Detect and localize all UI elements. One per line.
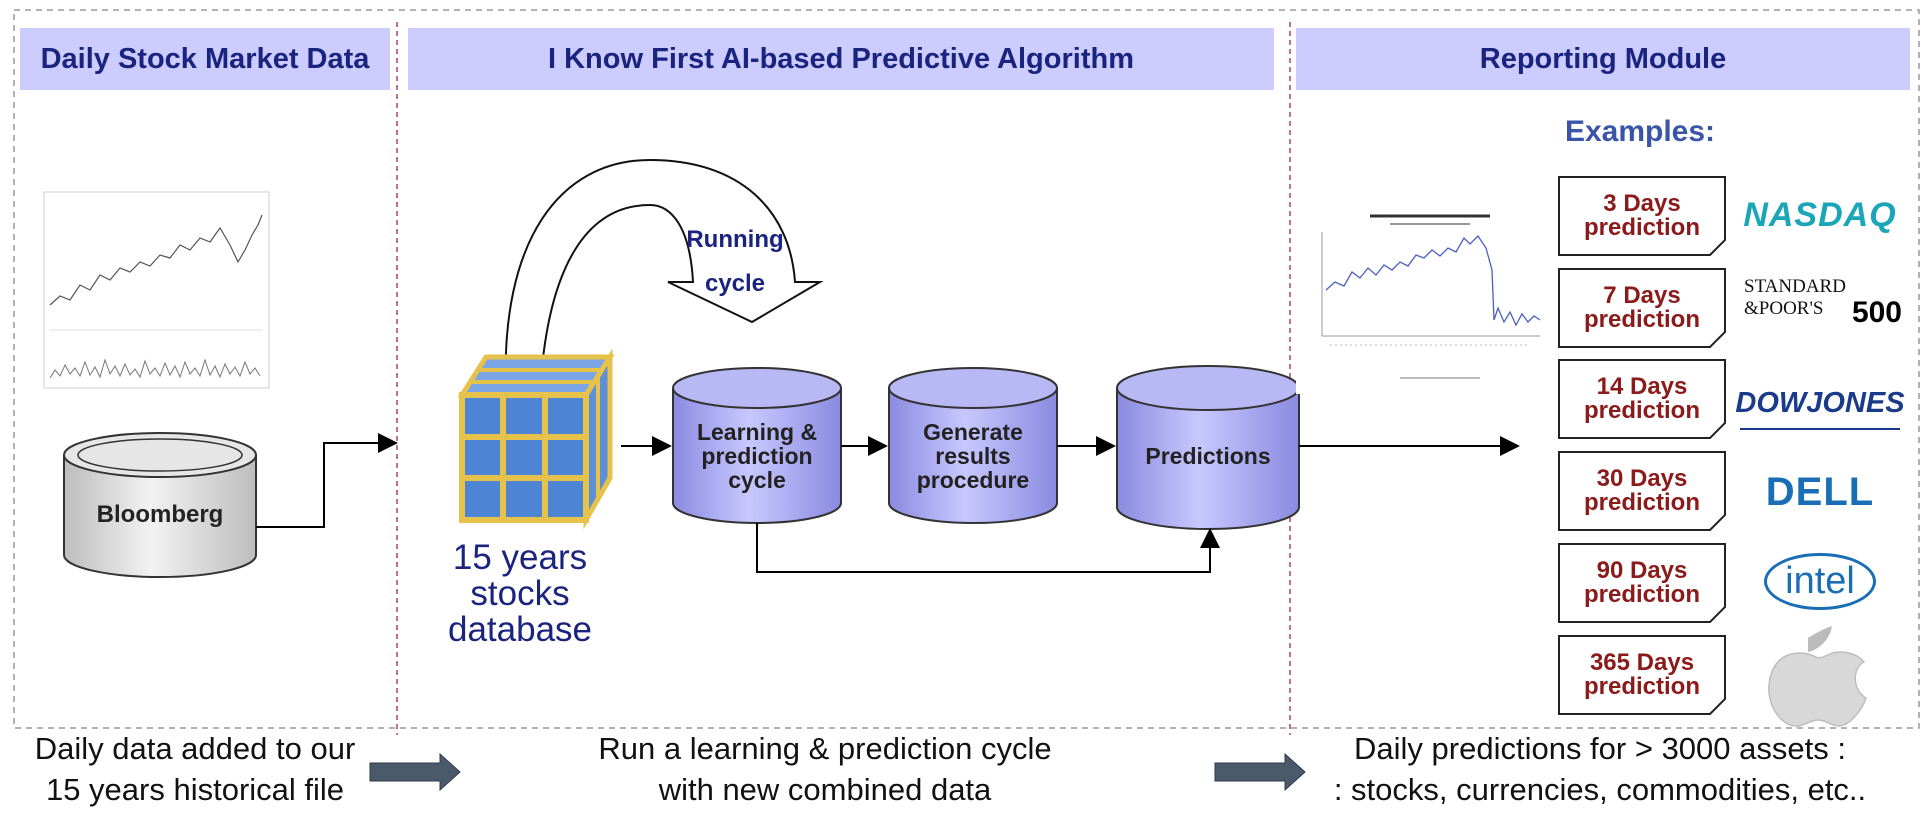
prediction-card-3-days: 3 Days prediction (1583, 190, 1700, 241)
intel-logo: intel (1740, 548, 1900, 614)
prediction-card-7-days: 7 Days prediction (1583, 282, 1700, 333)
dowjones-logo: DOWJONES (1735, 378, 1905, 430)
running-cycle-arrow (504, 158, 824, 393)
connector-bloomberg (256, 433, 398, 528)
caption-middle: Run a learning & prediction cycle with n… (598, 731, 1052, 807)
dell-logo: DELL (1765, 469, 1875, 514)
prediction-card-borders (1558, 176, 1726, 715)
market-crash-chart-thumbnail (1296, 212, 1544, 394)
learning-label: Learning & prediction cycle (696, 419, 818, 493)
sp500-logo: STANDARD &POOR'S 500 (1744, 276, 1902, 329)
header-reporting-module: Reporting Module (1296, 28, 1910, 90)
cube-database-icon (457, 348, 615, 530)
prediction-card-30-days: 30 Days prediction (1583, 465, 1700, 516)
running-cycle-label: Running cycle (686, 226, 784, 297)
nasdaq-logo: NASDAQ (1743, 195, 1897, 234)
header-daily-stock-data: Daily Stock Market Data (20, 28, 390, 90)
predictions-label: Predictions (1145, 443, 1271, 469)
apple-logo (1768, 626, 1867, 727)
prediction-card-14-days: 14 Days prediction (1583, 373, 1700, 424)
database-label: 15 years stocks database (447, 538, 593, 649)
prediction-card-90-days: 90 Days prediction (1583, 557, 1700, 608)
caption-right: Daily predictions for > 3000 assets : : … (1333, 731, 1867, 807)
bottom-arrow-left (369, 752, 461, 792)
bloomberg-cylinder (63, 432, 257, 578)
learning-cylinder (672, 367, 842, 524)
outer-frame (13, 9, 1920, 729)
bloomberg-label: Bloomberg (96, 501, 224, 528)
prediction-card-365-days: 365 Days prediction (1583, 649, 1700, 700)
generate-cylinder (888, 367, 1058, 524)
caption-left: Daily data added to our 15 years histori… (34, 731, 356, 807)
predictions-cylinder (1116, 365, 1300, 530)
header-predictive-algorithm: I Know First AI-based Predictive Algorit… (408, 28, 1274, 90)
examples-label: Examples: (1564, 115, 1716, 148)
bottom-arrow-right (1214, 752, 1306, 792)
generate-label: Generate results procedure (916, 419, 1030, 493)
stock-chart-thumbnail (43, 191, 270, 389)
connector-feedback-loop (756, 523, 1220, 573)
